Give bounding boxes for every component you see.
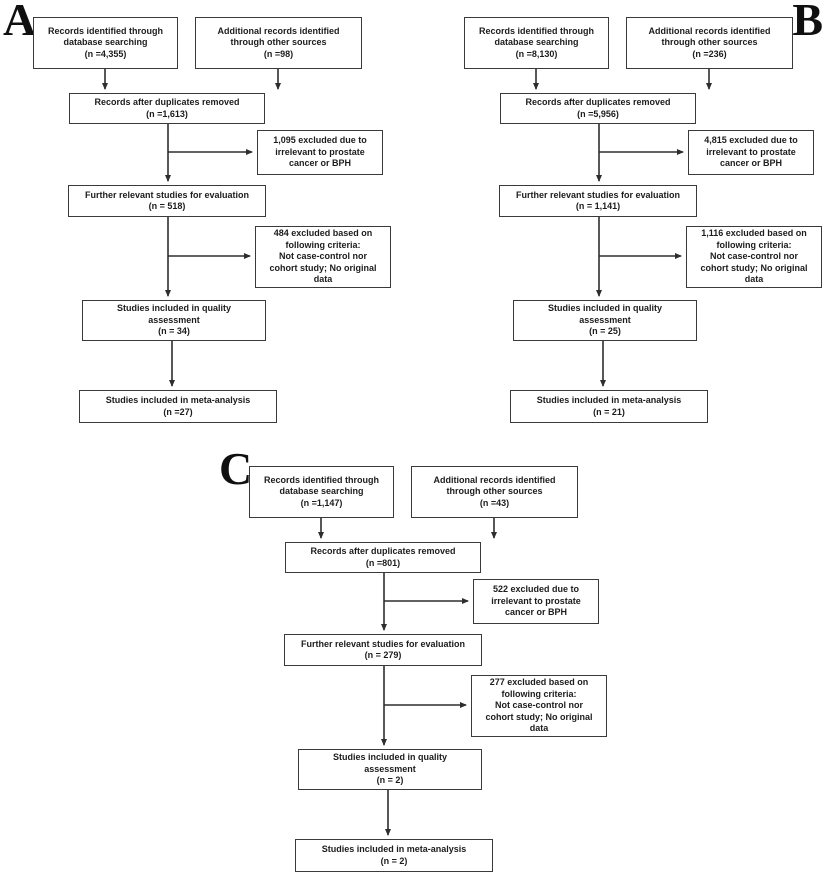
box-excluded-criteria: 1,116 excluded based on following criter…	[686, 226, 822, 288]
panel-a-label: A	[3, 0, 36, 45]
box-further-evaluation: Further relevant studies for evaluation …	[284, 634, 482, 666]
box-excluded-criteria: 484 excluded based on following criteria…	[255, 226, 391, 288]
panel-c-label: C	[219, 443, 252, 494]
panel-a-flow-arrows	[102, 69, 281, 387]
box-excluded-criteria: 277 excluded based on following criteria…	[471, 675, 607, 737]
panel-b-flow-arrows	[533, 69, 712, 387]
box-records-identified-database: Records identified through database sear…	[249, 466, 394, 518]
panel-b-label: B	[792, 0, 823, 45]
box-duplicates-removed: Records after duplicates removed (n =5,9…	[500, 93, 696, 124]
box-meta-analysis: Studies included in meta-analysis (n = 2…	[510, 390, 708, 423]
box-quality-assessment: Studies included in quality assessment (…	[513, 300, 697, 341]
box-excluded-irrelevant: 4,815 excluded due to irrelevant to pros…	[688, 130, 814, 175]
panel-c-flow-arrows	[318, 518, 497, 836]
box-meta-analysis: Studies included in meta-analysis (n = 2…	[295, 839, 493, 872]
box-records-identified-database: Records identified through database sear…	[464, 17, 609, 69]
box-excluded-irrelevant: 1,095 excluded due to irrelevant to pros…	[257, 130, 383, 175]
box-records-identified-database: Records identified through database sear…	[33, 17, 178, 69]
box-duplicates-removed: Records after duplicates removed (n =1,6…	[69, 93, 265, 124]
box-additional-records-other: Additional records identified through ot…	[626, 17, 793, 69]
box-additional-records-other: Additional records identified through ot…	[411, 466, 578, 518]
panel-b: B Records identified through database se…	[431, 0, 825, 445]
box-duplicates-removed: Records after duplicates removed (n =801…	[285, 542, 481, 573]
box-meta-analysis: Studies included in meta-analysis (n =27…	[79, 390, 277, 423]
box-further-evaluation: Further relevant studies for evaluation …	[499, 185, 697, 217]
box-quality-assessment: Studies included in quality assessment (…	[298, 749, 482, 790]
box-additional-records-other: Additional records identified through ot…	[195, 17, 362, 69]
box-quality-assessment: Studies included in quality assessment (…	[82, 300, 266, 341]
box-excluded-irrelevant: 522 excluded due to irrelevant to prosta…	[473, 579, 599, 624]
box-further-evaluation: Further relevant studies for evaluation …	[68, 185, 266, 217]
panel-c: C Records identified through database se…	[216, 443, 628, 883]
panel-a: A Records identified through database se…	[0, 0, 412, 445]
